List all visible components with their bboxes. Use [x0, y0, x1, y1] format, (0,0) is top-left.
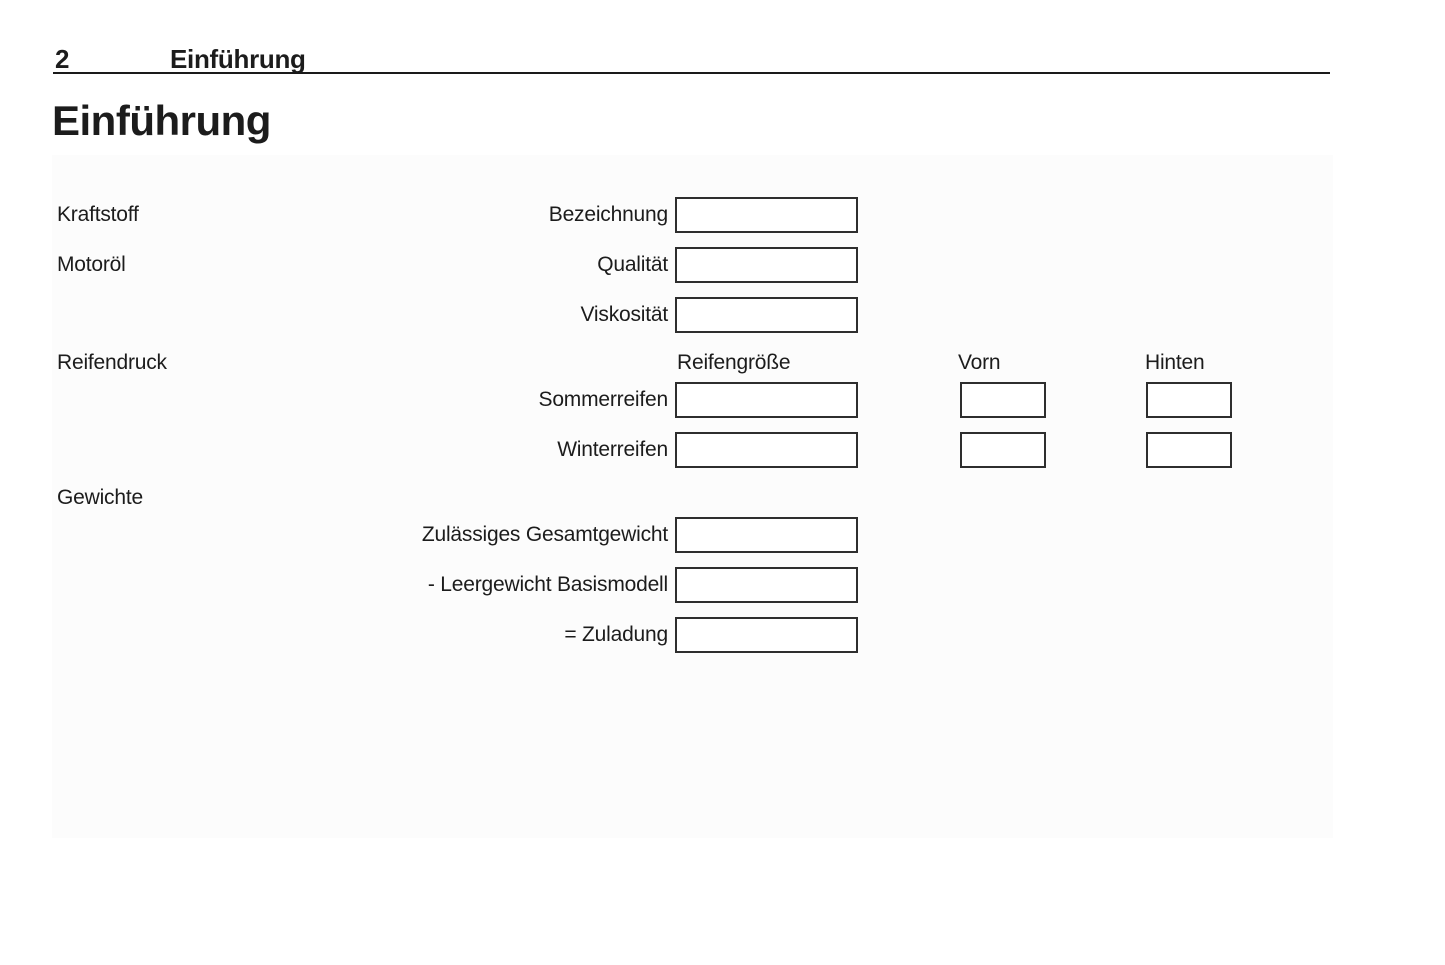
leergewicht-input[interactable] [675, 567, 858, 603]
sommerreifen-vorn-input[interactable] [960, 382, 1046, 418]
qualitaet-label: Qualität [597, 253, 668, 276]
qualitaet-input[interactable] [675, 247, 858, 283]
kraftstoff-label: Kraftstoff [57, 203, 139, 226]
motoroel-label: Motoröl [57, 253, 126, 276]
page-title: Einführung [52, 97, 271, 144]
bezeichnung-input[interactable] [675, 197, 858, 233]
winterreifen-label: Winterreifen [557, 438, 668, 461]
header-rule [53, 72, 1330, 74]
bezeichnung-label: Bezeichnung [548, 203, 668, 226]
zuladung-label: = Zuladung [564, 623, 668, 646]
reifendruck-label: Reifendruck [57, 351, 167, 374]
viskositaet-input[interactable] [675, 297, 858, 333]
winterreifen-hinten-input[interactable] [1146, 432, 1232, 468]
zuladung-input[interactable] [675, 617, 858, 653]
viskositaet-label: Viskosität [580, 303, 669, 326]
gesamtgewicht-input[interactable] [675, 517, 858, 553]
sommerreifen-hinten-input[interactable] [1146, 382, 1232, 418]
sommerreifen-groesse-input[interactable] [675, 382, 858, 418]
hinten-column-header: Hinten [1145, 351, 1205, 374]
winterreifen-vorn-input[interactable] [960, 432, 1046, 468]
running-header-section: Einführung [170, 44, 306, 74]
winterreifen-groesse-input[interactable] [675, 432, 858, 468]
gesamtgewicht-label: Zulässiges Gesamtgewicht [421, 523, 668, 546]
gewichte-label: Gewichte [57, 486, 143, 509]
page-number: 2 [55, 44, 70, 74]
vorn-column-header: Vorn [958, 351, 1001, 374]
leergewicht-label: - Leergewicht Basismodell [427, 573, 668, 596]
reifengroesse-column-header: Reifengröße [677, 351, 791, 374]
sommerreifen-label: Sommerreifen [538, 388, 669, 411]
